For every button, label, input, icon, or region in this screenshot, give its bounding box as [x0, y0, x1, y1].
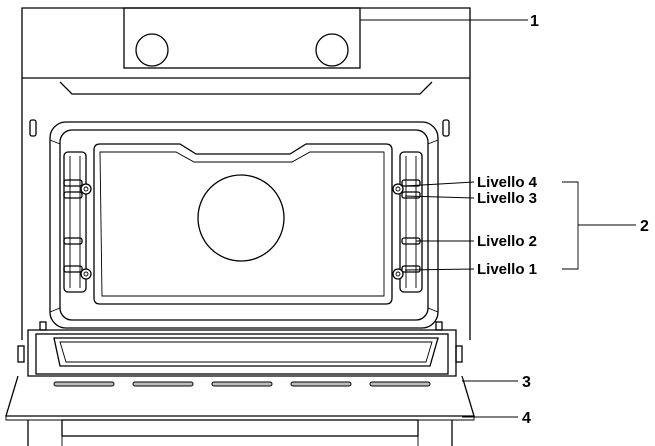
callout-1: 1	[530, 13, 539, 30]
left-shelf-supports	[63, 151, 92, 293]
door-slots	[53, 381, 431, 387]
fan-cover	[197, 174, 285, 262]
level-4-label: Livello 4	[477, 174, 538, 191]
left-rail-level-3	[63, 191, 83, 199]
left-vent-slot	[29, 119, 37, 137]
control-panel	[123, 7, 361, 69]
right-shelf-supports	[392, 151, 423, 293]
level-2-label: Livello 2	[477, 233, 537, 250]
right-upper-screw	[392, 183, 404, 195]
left-rail-level-4	[63, 179, 83, 187]
oven-housing	[21, 7, 471, 340]
level-3-label: Livello 3	[477, 190, 537, 207]
callout-3: 3	[522, 374, 531, 391]
callout-2: 2	[640, 218, 649, 235]
right-lower-screw	[392, 268, 404, 280]
right-rail-level-1	[401, 265, 421, 273]
right-vent-slot	[442, 119, 450, 137]
back-panel	[93, 143, 393, 305]
leader-lines	[360, 19, 636, 418]
left-rail-level-1	[63, 265, 83, 273]
left-hinge	[39, 321, 47, 331]
level-1-label: Livello 1	[477, 261, 537, 278]
right-hinge	[435, 321, 443, 331]
left-upper-screw	[80, 183, 92, 195]
left-lower-screw	[80, 268, 92, 280]
door-glass	[53, 337, 439, 367]
right-knob	[315, 33, 349, 67]
right-rail-level-3	[401, 191, 421, 199]
callout-4: 4	[522, 410, 531, 427]
left-knob	[135, 33, 169, 67]
bottom-drawer	[27, 419, 453, 446]
oven-cavity	[49, 121, 439, 329]
top-ridge	[59, 81, 433, 95]
oven-door	[5, 321, 475, 421]
left-rail-level-2	[63, 237, 83, 245]
